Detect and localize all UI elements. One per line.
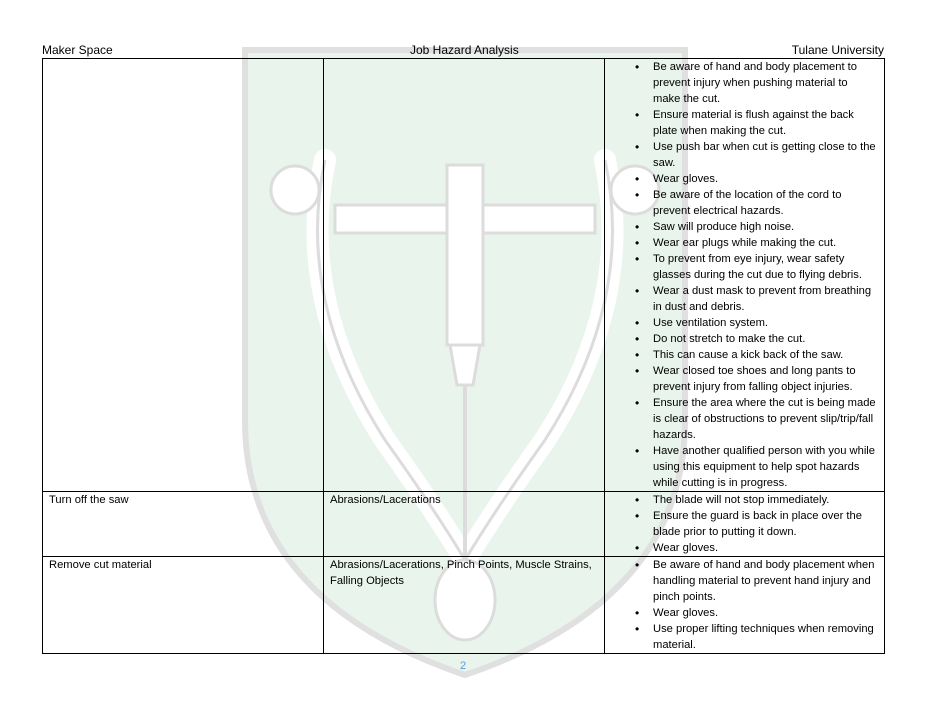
list-item: To prevent from eye injury, wear safety … bbox=[609, 251, 878, 283]
list-item: Ensure material is flush against the bac… bbox=[609, 107, 878, 139]
header-left: Maker Space bbox=[42, 43, 113, 57]
list-item: Be aware of the location of the cord to … bbox=[609, 187, 878, 219]
list-item: Use proper lifting techniques when remov… bbox=[609, 621, 878, 653]
list-item: Use push bar when cut is getting close t… bbox=[609, 139, 878, 171]
table-row: Remove cut material Abrasions/Laceration… bbox=[42, 556, 885, 654]
hazards-cell: Abrasions/Lacerations bbox=[323, 491, 605, 557]
list-item: Use ventilation system. bbox=[609, 315, 878, 331]
job-step-cell: Remove cut material bbox=[42, 556, 324, 654]
list-item: Wear gloves. bbox=[609, 171, 878, 187]
list-item: Wear gloves. bbox=[609, 605, 878, 621]
header-right: Tulane University bbox=[791, 43, 884, 57]
page-number: 2 bbox=[459, 660, 467, 672]
list-item: Do not stretch to make the cut. bbox=[609, 331, 878, 347]
job-step-cell bbox=[42, 58, 324, 492]
list-item: Wear a dust mask to prevent from breathi… bbox=[609, 283, 878, 315]
page-header: Maker Space Job Hazard Analysis Tulane U… bbox=[42, 43, 884, 59]
job-step-cell: Turn off the saw bbox=[42, 491, 324, 557]
list-item: Wear ear plugs while making the cut. bbox=[609, 235, 878, 251]
controls-cell: Be aware of hand and body placement to p… bbox=[604, 58, 885, 492]
table-row: Be aware of hand and body placement to p… bbox=[42, 58, 885, 492]
controls-list: Be aware of hand and body placement to p… bbox=[609, 59, 878, 491]
list-item: Ensure the area where the cut is being m… bbox=[609, 395, 878, 443]
table-row: Turn off the saw Abrasions/Lacerations T… bbox=[42, 491, 885, 557]
controls-list: Be aware of hand and body placement when… bbox=[609, 557, 878, 653]
list-item: The blade will not stop immediately. bbox=[609, 492, 878, 508]
list-item: Wear gloves. bbox=[609, 540, 878, 556]
hazard-analysis-table: Be aware of hand and body placement to p… bbox=[42, 58, 885, 654]
list-item: Wear closed toe shoes and long pants to … bbox=[609, 363, 878, 395]
list-item: Be aware of hand and body placement when… bbox=[609, 557, 878, 605]
header-center: Job Hazard Analysis bbox=[410, 43, 519, 57]
controls-list: The blade will not stop immediately. Ens… bbox=[609, 492, 878, 556]
list-item: This can cause a kick back of the saw. bbox=[609, 347, 878, 363]
list-item: Saw will produce high noise. bbox=[609, 219, 878, 235]
list-item: Be aware of hand and body placement to p… bbox=[609, 59, 878, 107]
controls-cell: Be aware of hand and body placement when… bbox=[604, 556, 885, 654]
list-item: Ensure the guard is back in place over t… bbox=[609, 508, 878, 540]
list-item: Have another qualified person with you w… bbox=[609, 443, 878, 491]
hazards-cell: Abrasions/Lacerations, Pinch Points, Mus… bbox=[323, 556, 605, 654]
controls-cell: The blade will not stop immediately. Ens… bbox=[604, 491, 885, 557]
hazards-cell bbox=[323, 58, 605, 492]
